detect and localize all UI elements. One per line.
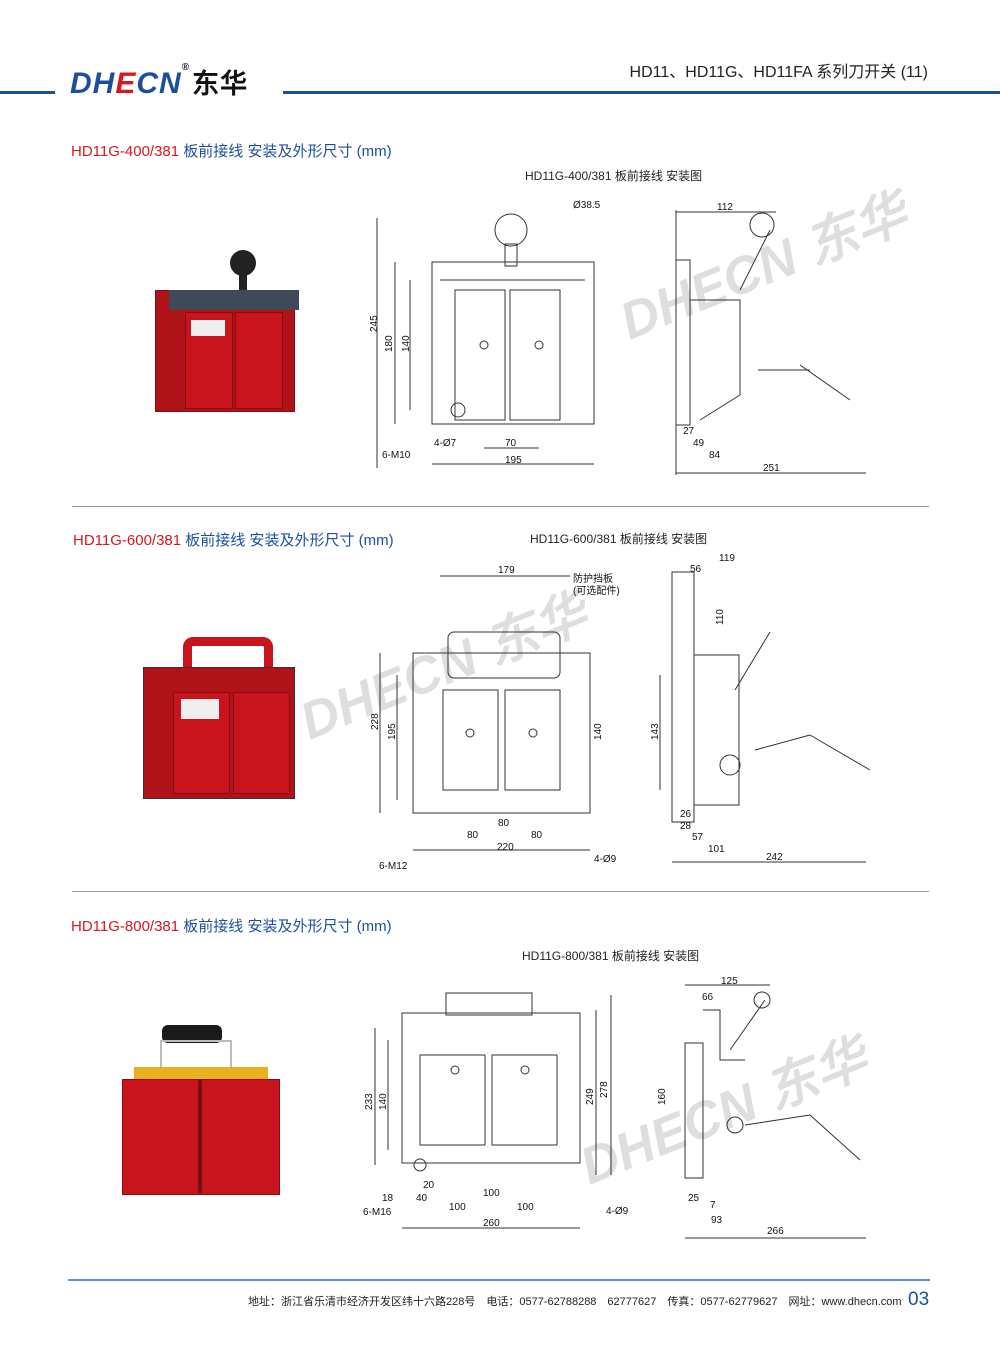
dim-label: 6-M16	[363, 1207, 392, 1218]
dim-label: 4-Ø9	[606, 1206, 629, 1217]
dim-label: 100	[517, 1202, 534, 1213]
dim-label: 4-Ø9	[594, 854, 617, 865]
dim-label: 249	[585, 1088, 596, 1105]
front-drawing-800	[374, 992, 612, 1229]
side-drawing-600	[659, 571, 871, 863]
dim-label: 70	[505, 438, 517, 449]
logo-chinese: 东华	[192, 69, 249, 99]
dim-label: 93	[711, 1215, 723, 1226]
dim-label: 84	[709, 450, 721, 461]
drawing-caption-800: HD11G-800/381 板前接线 安装图	[522, 949, 700, 963]
dim-label: 160	[657, 1088, 668, 1105]
dim-label: 57	[692, 832, 704, 843]
page-number: 03	[908, 1289, 930, 1310]
dim-label: 40	[416, 1193, 428, 1204]
dim-label: 260	[483, 1218, 500, 1229]
page-header-title: HD11、HD11G、HD11FA 系列刀开关 (11)	[629, 64, 928, 81]
dim-label: 245	[369, 315, 380, 332]
section-divider	[72, 506, 929, 507]
dim-label: 25	[688, 1193, 700, 1204]
dim-label: 66	[702, 992, 714, 1003]
logo-text: DHECN	[70, 67, 182, 100]
dim-label: 4-Ø7	[434, 438, 457, 449]
product-photo-400	[155, 250, 299, 415]
dim-label: 20	[423, 1180, 435, 1191]
dim-label: 6-M10	[382, 450, 411, 461]
dim-label: 251	[763, 463, 780, 474]
logo-registered-mark: ®	[181, 62, 191, 73]
dim-label: 100	[483, 1188, 500, 1199]
side-drawing-400	[675, 210, 866, 475]
dim-label: 112	[717, 202, 733, 213]
dim-label: 18	[382, 1193, 394, 1204]
section-divider	[72, 891, 929, 892]
dim-label: 195	[387, 723, 398, 740]
dim-label: 119	[719, 553, 735, 564]
dim-label: 80	[498, 818, 510, 829]
front-drawing-600	[379, 575, 591, 851]
dim-label: 101	[708, 844, 725, 855]
footer-rule	[68, 1279, 930, 1281]
section-title-600: HD11G-600/381 板前接线 安装及外形尺寸 (mm)	[73, 532, 394, 549]
dim-label: 7	[710, 1200, 716, 1211]
section-title-400: HD11G-400/381 板前接线 安装及外形尺寸 (mm)	[71, 143, 392, 160]
dim-label: 6-M12	[379, 861, 408, 872]
guard-label: 防护挡板	[573, 574, 613, 585]
dim-label: 27	[683, 426, 695, 437]
dim-label: 100	[449, 1202, 466, 1213]
dim-label: 140	[378, 1093, 389, 1110]
header-rule-right	[283, 91, 1000, 94]
dim-label: 228	[370, 713, 381, 730]
dim-label: 56	[690, 564, 702, 575]
dim-label: 143	[650, 723, 661, 740]
dim-label: 242	[766, 852, 783, 863]
footer-contact: 地址：浙江省乐清市经济开发区纬十六路228号 电话：0577-62788288 …	[248, 1296, 902, 1308]
dim-label: 80	[467, 830, 479, 841]
dim-label: 26	[680, 809, 692, 820]
dim-label: 80	[531, 830, 543, 841]
dim-label: 180	[384, 335, 395, 352]
brand-logo: DHECN®东华	[70, 62, 248, 101]
dim-label: 140	[401, 335, 412, 352]
dim-label: 179	[498, 565, 515, 576]
dim-label: 278	[599, 1081, 610, 1098]
dim-label: 28	[680, 821, 692, 832]
header-rule-left	[0, 91, 55, 94]
dim-label: 140	[593, 723, 604, 740]
dim-label: 125	[721, 976, 738, 987]
dim-label: 195	[505, 455, 522, 466]
front-drawing-400	[376, 213, 595, 468]
dim-label: Ø38.5	[573, 200, 601, 211]
drawing-caption-600: HD11G-600/381 板前接线 安装图	[530, 532, 708, 546]
dim-label: 49	[693, 438, 705, 449]
section-title-800: HD11G-800/381 板前接线 安装及外形尺寸 (mm)	[71, 918, 392, 935]
dim-label: 110	[715, 609, 726, 625]
dim-label: 233	[364, 1093, 375, 1110]
dim-label: 220	[497, 842, 514, 853]
side-drawing-800	[684, 984, 866, 1239]
product-photo-600	[143, 637, 295, 799]
dim-label: 266	[767, 1226, 784, 1237]
guard-note: (可选配件)	[573, 586, 620, 597]
drawing-caption-400: HD11G-400/381 板前接线 安装图	[525, 169, 703, 183]
product-photo-800	[122, 1025, 282, 1197]
